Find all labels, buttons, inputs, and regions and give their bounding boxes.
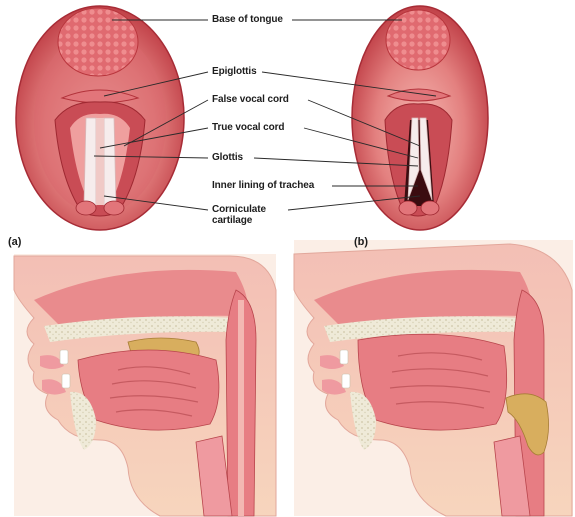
- label-corniculate-line1: Corniculate: [212, 204, 266, 215]
- sagittal-head-open: [14, 254, 276, 516]
- panel-label-a: (a): [8, 236, 21, 248]
- label-glottis: Glottis: [212, 152, 243, 163]
- label-base-of-tongue: Base of tongue: [212, 14, 283, 25]
- panel-label-b: (b): [354, 236, 368, 248]
- larynx-view-open: [16, 6, 184, 230]
- label-epiglottis: Epiglottis: [212, 66, 257, 77]
- sagittal-head-closed: [294, 240, 573, 516]
- label-true-vocal-cord: True vocal cord: [212, 122, 284, 133]
- label-corniculate-line2: cartilage: [212, 215, 266, 226]
- label-false-vocal-cord: False vocal cord: [212, 94, 289, 105]
- label-inner-lining-of-trachea: Inner lining of trachea: [212, 180, 314, 191]
- label-corniculate-cartilage: Corniculate cartilage: [212, 204, 266, 226]
